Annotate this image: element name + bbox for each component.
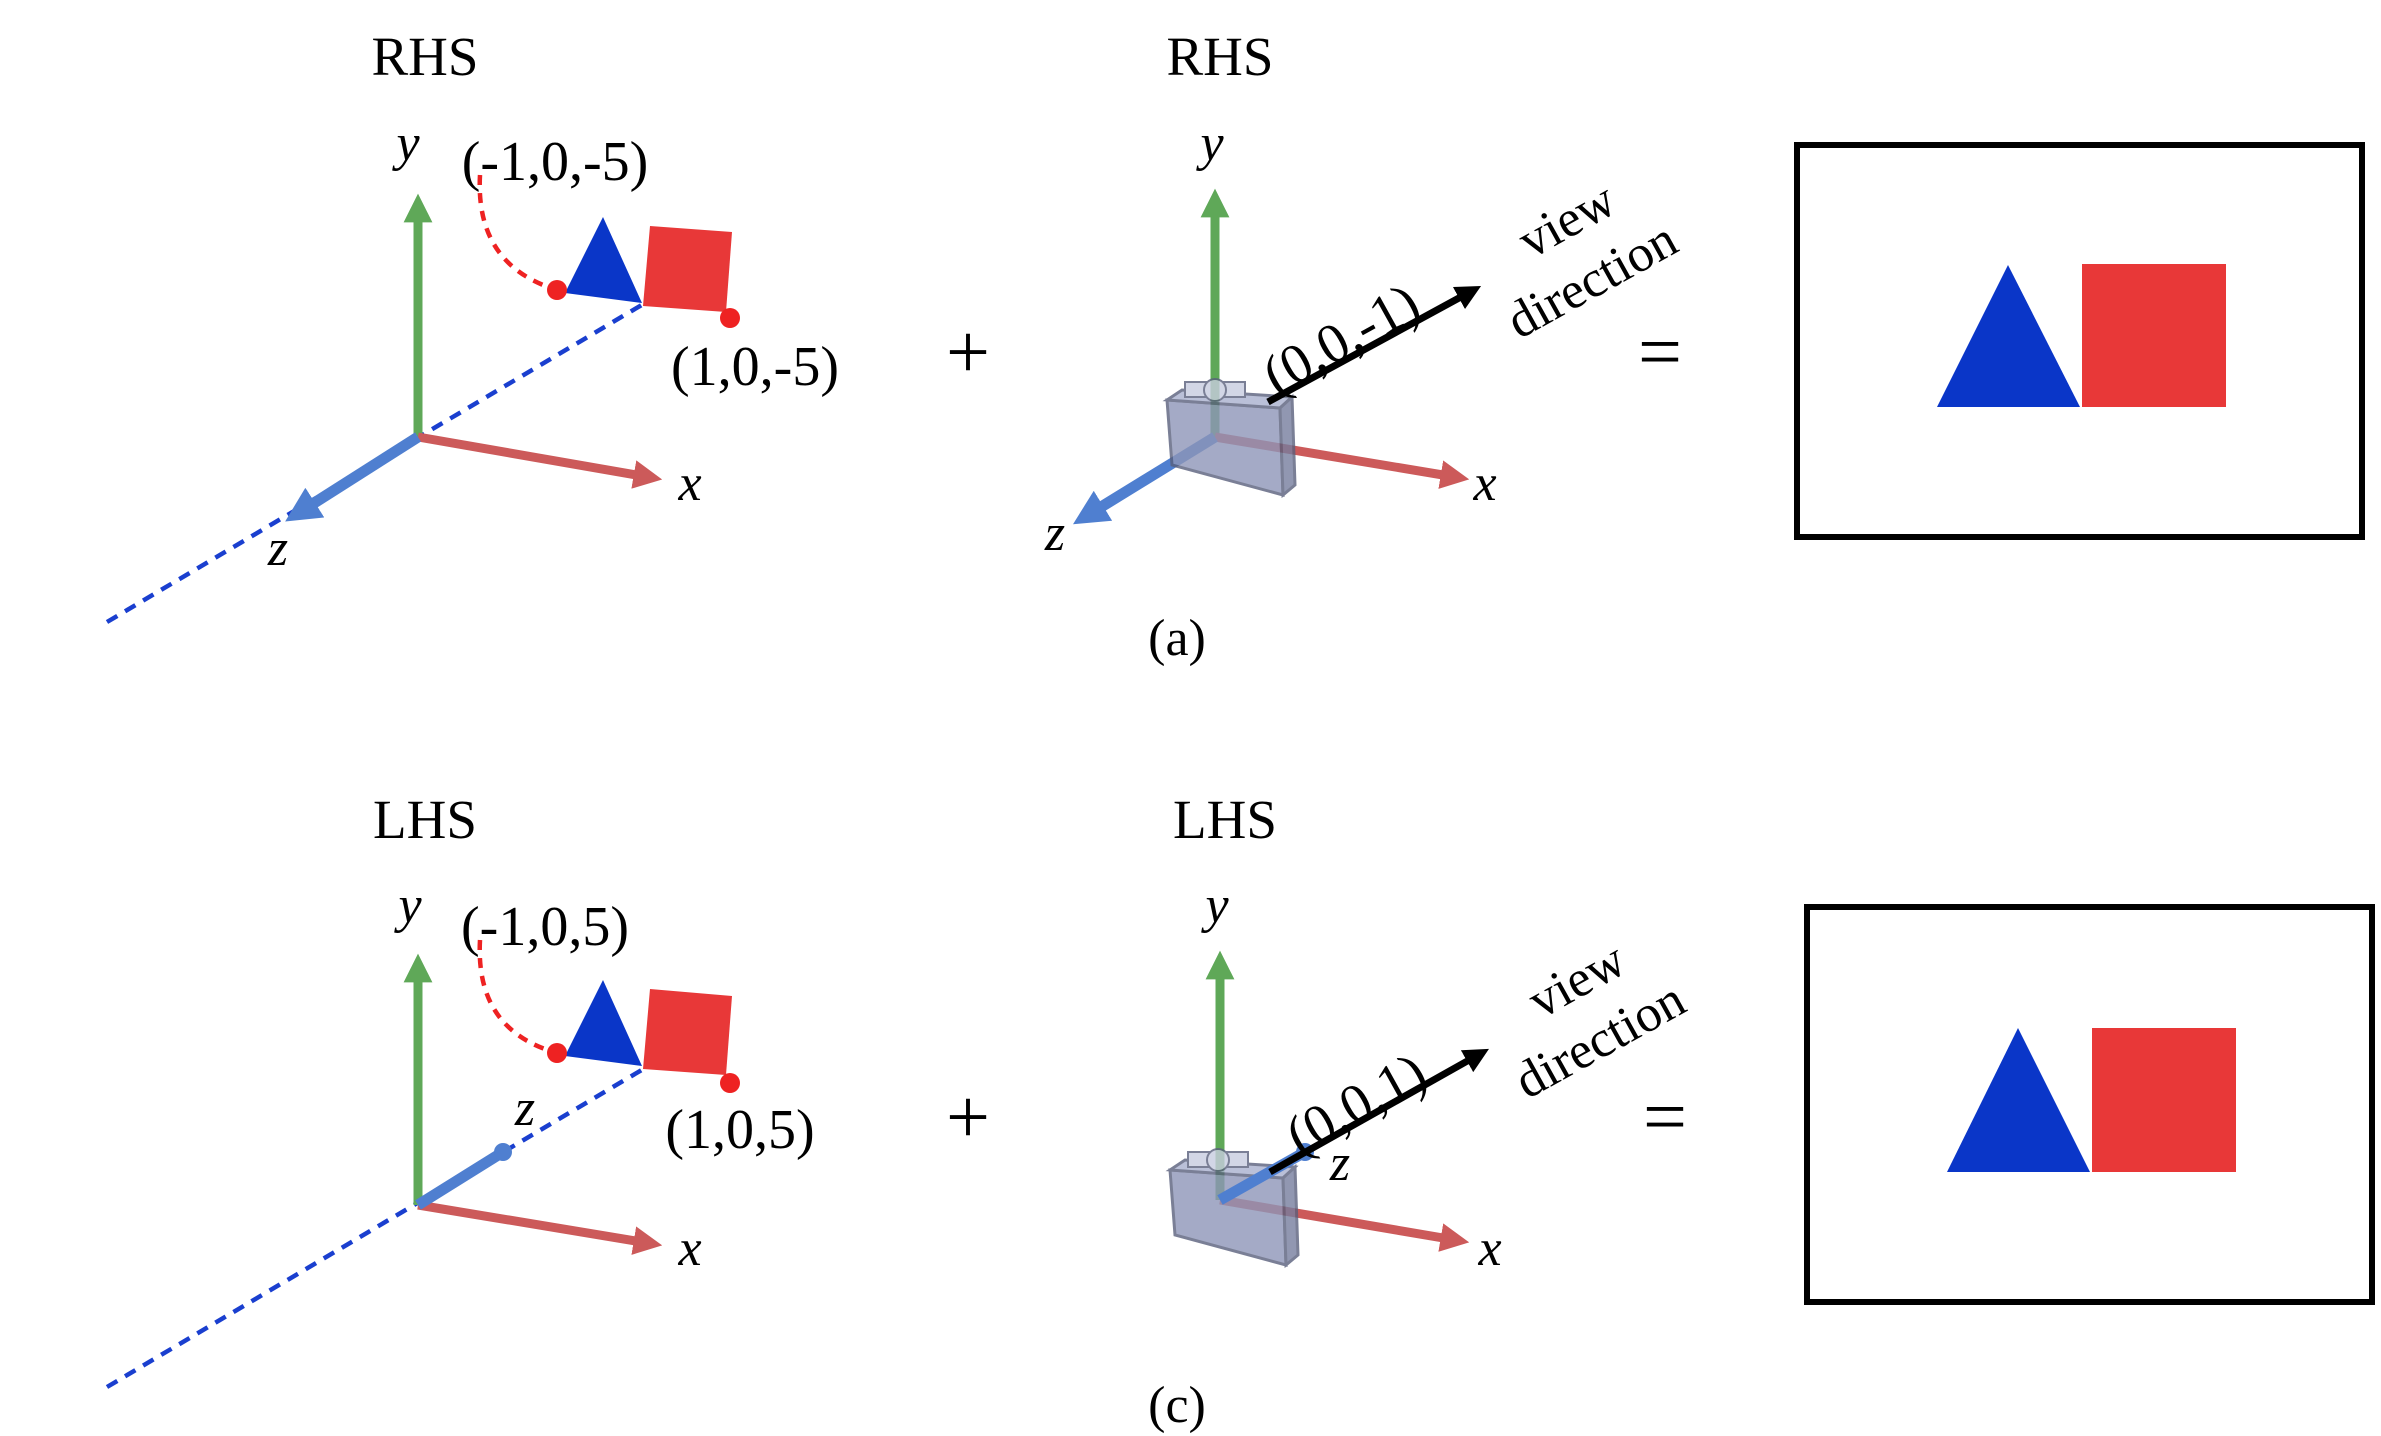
z-axis-tip: [494, 1143, 512, 1161]
z-axis-label: z: [514, 1080, 535, 1137]
z-axis: [415, 1147, 506, 1210]
point-label-right: (1,0,5): [665, 1099, 814, 1161]
point-marker-left: [547, 1043, 567, 1063]
z-axis-label: z: [267, 520, 288, 577]
x-axis: [417, 432, 663, 489]
world-axes-c: LHS y x z (-1,0,5) (1,0,5): [105, 789, 815, 1389]
caption-a: (a): [1148, 610, 1206, 667]
view-direction-value: (0,0,1): [1276, 1041, 1437, 1168]
z-axis-label: z: [1329, 1135, 1350, 1192]
point-label-left: (-1,0,-5): [462, 131, 649, 193]
x-axis-label: x: [1472, 455, 1496, 512]
world-system-label: RHS: [372, 26, 479, 87]
blue-triangle: [1937, 265, 2080, 407]
blue-triangle: [565, 980, 642, 1066]
z-axis: [285, 432, 421, 522]
x-axis-label: x: [677, 455, 701, 512]
rendered-view-c: [1804, 904, 2375, 1305]
point-marker-right: [720, 308, 740, 328]
equals-sign: =: [1643, 1073, 1687, 1160]
equals-sign: =: [1638, 308, 1682, 395]
point-label-right: (1,0,-5): [671, 336, 839, 398]
x-axis: [417, 1200, 663, 1255]
camera-icon: [1162, 378, 1297, 499]
red-square: [2082, 264, 2226, 407]
red-square: [2092, 1028, 2236, 1172]
plus-sign: +: [946, 308, 990, 395]
y-axis-label: y: [393, 877, 422, 934]
red-square: [643, 989, 732, 1075]
world-system-label: LHS: [373, 789, 477, 850]
camera-system-label: LHS: [1173, 789, 1277, 850]
world-axes-a: RHS y x z (-1,0,-5) (1,0,-5): [105, 26, 839, 624]
plus-sign: +: [946, 1073, 990, 1160]
y-axis-label: y: [391, 115, 420, 172]
blue-triangle: [565, 217, 642, 303]
point-label-left: (-1,0,5): [461, 896, 629, 958]
x-axis-label: x: [677, 1220, 701, 1277]
camera-icon: [1165, 1148, 1300, 1269]
rotation-path: [477, 939, 558, 1056]
x-axis-label: x: [1477, 1220, 1501, 1277]
view-direction-arrow: [1268, 1048, 1489, 1176]
camera-system-label: RHS: [1167, 26, 1274, 87]
point-marker-left: [547, 280, 567, 300]
y-axis-label: y: [1195, 115, 1224, 172]
panel-a: RHS y x z (-1,0,-5) (1,0,-5) +: [105, 26, 2365, 667]
blue-triangle: [1947, 1028, 2090, 1172]
view-direction-arrow: [1266, 285, 1482, 406]
view-direction-value: (0,0,-1): [1253, 271, 1430, 407]
camera-axes-a: RHS (0,0,-1) view direction y x z: [1044, 26, 1687, 562]
point-marker-right: [720, 1073, 740, 1093]
panel-c: LHS y x z (-1,0,5) (1,0,5) + LHS: [105, 789, 2375, 1434]
camera-axes-c: LHS (0,0,1) view direction y x z: [1165, 789, 1695, 1277]
rotation-path: [477, 174, 558, 293]
red-square: [643, 226, 732, 312]
caption-c: (c): [1148, 1377, 1206, 1434]
rendered-view-a: [1794, 142, 2365, 540]
z-axis-label: z: [1044, 505, 1065, 562]
y-axis-label: y: [1200, 877, 1229, 934]
